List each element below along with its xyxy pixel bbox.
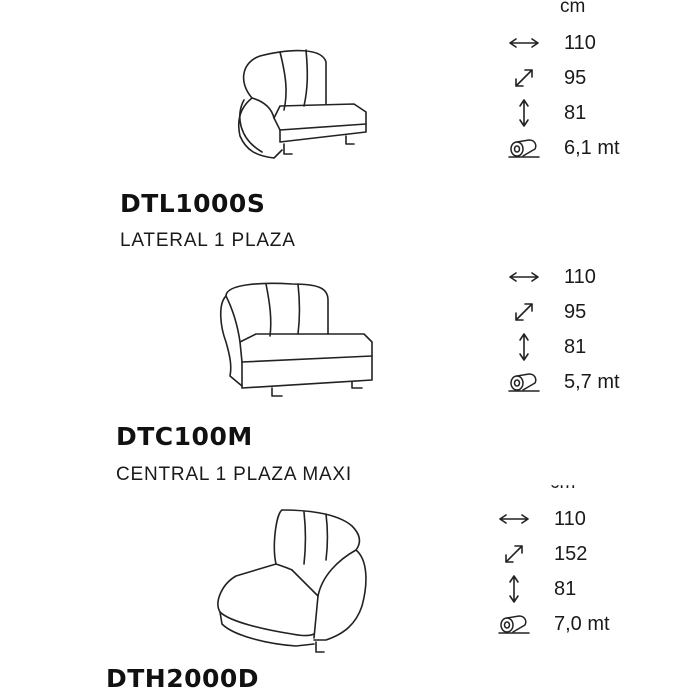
width-value: 110 [564, 31, 596, 54]
product-dth2000d: cm 110 152 81 7,0 mt DTH2000D [0, 485, 700, 700]
height-value: 81 [564, 335, 587, 358]
product-dtc100m: 110 95 81 5,7 mt DTC100M CENTRAL 1 PLAZA… [0, 260, 700, 490]
dimension-height: 81 [506, 98, 586, 128]
dimension-depth: 95 [506, 63, 586, 93]
depth-arrow-icon [496, 539, 532, 569]
height-arrow-icon [506, 98, 542, 128]
height-value: 81 [554, 577, 577, 600]
height-arrow-icon [496, 574, 532, 604]
dimension-fabric: 6,1 mt [506, 133, 620, 163]
dimension-fabric: 7,0 mt [496, 609, 610, 639]
width-arrow-icon [506, 28, 542, 58]
fabric-roll-icon [506, 367, 542, 397]
depth-arrow-icon [506, 297, 542, 327]
depth-value: 95 [564, 66, 587, 89]
dimension-width: 110 [506, 28, 596, 58]
product-code: DTH2000D [106, 664, 260, 693]
dimension-height: 81 [496, 574, 576, 604]
product-description: LATERAL 1 PLAZA [120, 230, 296, 251]
unit-label: cm [560, 0, 586, 17]
width-arrow-icon [506, 262, 542, 292]
product-code: DTC100M [116, 422, 253, 451]
height-value: 81 [564, 101, 587, 124]
product-description: CENTRAL 1 PLAZA MAXI [116, 464, 352, 485]
depth-value: 152 [554, 542, 588, 565]
dimension-width: 110 [496, 504, 586, 534]
fabric-value: 7,0 mt [554, 612, 610, 635]
height-arrow-icon [506, 332, 542, 362]
lateral-seat-drawing [222, 40, 372, 170]
chaise-longue-drawing [206, 506, 372, 670]
product-code: DTL1000S [120, 189, 266, 218]
width-arrow-icon [496, 504, 532, 534]
fabric-roll-icon [496, 609, 532, 639]
dimension-fabric: 5,7 mt [506, 367, 620, 397]
dimension-height: 81 [506, 332, 586, 362]
unit-label: cm [550, 472, 576, 493]
fabric-roll-icon [506, 133, 542, 163]
dimension-depth: 152 [496, 539, 587, 569]
dimension-width: 110 [506, 262, 596, 292]
width-value: 110 [564, 265, 596, 288]
depth-arrow-icon [506, 63, 542, 93]
width-value: 110 [554, 507, 586, 530]
product-dtl1000s: cm 110 95 81 6,1 mt DTL1000S LATER [0, 0, 700, 260]
central-seat-drawing [212, 276, 382, 400]
fabric-value: 6,1 mt [564, 136, 620, 159]
fabric-value: 5,7 mt [564, 370, 620, 393]
dimension-depth: 95 [506, 297, 586, 327]
depth-value: 95 [564, 300, 587, 323]
